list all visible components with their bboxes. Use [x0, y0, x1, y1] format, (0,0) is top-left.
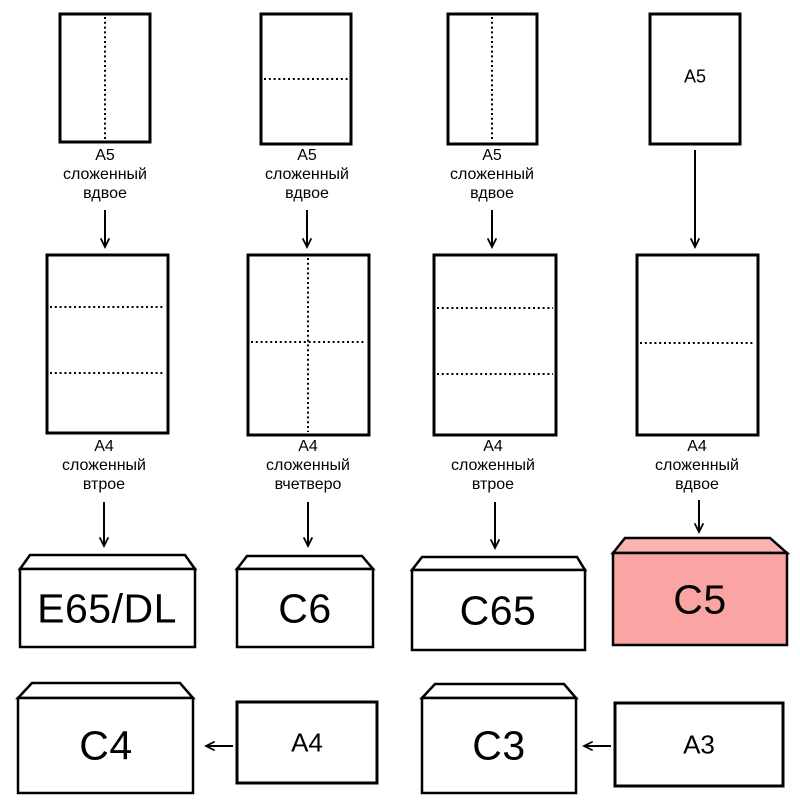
caption-size: A5: [297, 147, 317, 164]
envelope-c6-label: C6: [278, 585, 332, 632]
caption-size: A5: [482, 147, 502, 164]
envelope-c5-label: C5: [673, 576, 727, 623]
envelope-c6-body: [235, 567, 375, 649]
caption-line: вдвое: [470, 185, 514, 202]
caption-a4-thirds-2: A4 сложенный втрое: [403, 437, 583, 494]
envelope-c3: [419, 682, 579, 795]
sheet-a4-thirds-fold-2: [432, 253, 558, 437]
sheet-a5-vertical-fold: [58, 12, 152, 144]
envelope-e65dl-flap: [17, 553, 198, 571]
envelope-c4-body: [16, 696, 195, 795]
envelope-c4: [15, 681, 196, 795]
caption-line: сложенный: [450, 166, 534, 183]
envelope-c4-flap: [15, 681, 196, 700]
sheet-a3-source-label: A3: [683, 729, 715, 760]
caption-a5-fold-1: A5 сложенный вдвое: [15, 146, 195, 203]
caption-line: сложенный: [655, 457, 739, 474]
envelope-c3-label: C3: [472, 722, 526, 769]
caption-line: втрое: [82, 476, 126, 493]
caption-a4-quarters: A4 сложенный вчетверо: [218, 437, 398, 494]
envelope-e65dl-label: E65/DL: [37, 585, 177, 632]
sheet-a4-thirds-fold: [45, 253, 170, 435]
sheet-a5-plain: [648, 12, 742, 146]
caption-line: сложенный: [266, 457, 350, 474]
caption-line: втрое: [471, 476, 515, 493]
envelope-e65dl: [17, 553, 198, 649]
sheet-a4-source: [235, 700, 379, 785]
caption-a4-thirds-1: A4 сложенный втрое: [14, 437, 194, 494]
caption-line: сложенный: [451, 457, 535, 474]
envelope-c65-label: C65: [459, 587, 537, 634]
caption-line: вдвое: [675, 476, 719, 493]
envelope-c5-body: [611, 551, 789, 647]
envelope-c5-highlighted: [610, 536, 791, 647]
sheet-a3-source: [613, 701, 785, 788]
envelope-c6: [234, 554, 376, 649]
caption-size: A4: [687, 438, 707, 455]
caption-size: A5: [95, 147, 115, 164]
caption-line: вчетверо: [274, 476, 342, 493]
envelope-c6-flap: [234, 554, 376, 571]
envelope-c4-label: C4: [79, 722, 133, 769]
envelope-c65-body: [410, 568, 587, 652]
caption-a5-fold-2: A5 сложенный вдвое: [217, 146, 397, 203]
envelope-c3-body: [420, 696, 578, 795]
envelope-c65-flap: [409, 555, 588, 572]
caption-line: сложенный: [63, 166, 147, 183]
caption-line: вдвое: [285, 185, 329, 202]
caption-a4-half: A4 сложенный вдвое: [607, 437, 787, 494]
envelope-c65: [409, 555, 588, 652]
sheet-a4-source-label: A4: [291, 727, 323, 758]
caption-line: вдвое: [83, 185, 127, 202]
envelope-c3-flap: [419, 682, 579, 700]
envelope-e65dl-body: [18, 567, 197, 649]
caption-size: A4: [94, 438, 114, 455]
caption-size: A4: [483, 438, 503, 455]
caption-size: A4: [298, 438, 318, 455]
sheet-a5-plain-label: A5: [683, 66, 707, 87]
caption-line: сложенный: [62, 457, 146, 474]
caption-a5-fold-3: A5 сложенный вдвое: [402, 146, 582, 203]
envelope-c5-flap: [610, 536, 791, 555]
caption-line: сложенный: [265, 166, 349, 183]
sheet-a4-half-fold: [635, 253, 760, 437]
sheet-a5-vertical-fold-2: [446, 12, 539, 146]
